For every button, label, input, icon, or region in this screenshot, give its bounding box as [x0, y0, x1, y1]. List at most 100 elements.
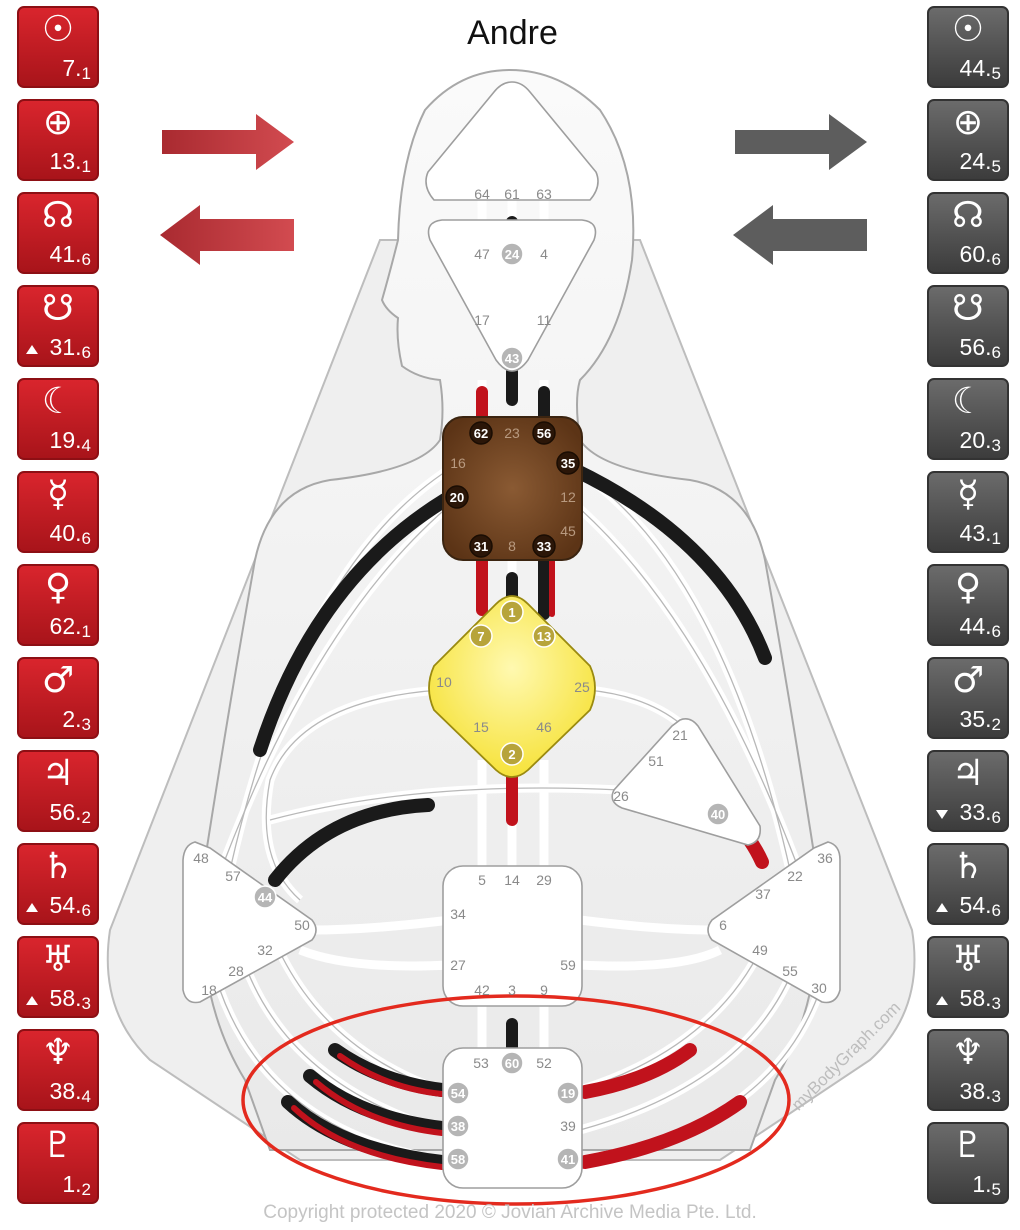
- personality-earth-tile[interactable]: ⊕24.5: [927, 99, 1009, 181]
- separator: .: [75, 148, 82, 174]
- gate-line-value: 1.5: [972, 1172, 1001, 1199]
- detriment-triangle-icon: [936, 810, 948, 819]
- gate-60-marker: [500, 1051, 524, 1075]
- gate-62-marker: [469, 421, 493, 445]
- line-number: 3: [81, 994, 91, 1013]
- separator: .: [985, 613, 992, 639]
- gate-9-label: 9: [540, 982, 548, 998]
- gate-number: 56: [959, 334, 986, 360]
- design-arrow-left-icon: [160, 205, 294, 265]
- gate-number: 38: [49, 1078, 76, 1104]
- personality-jupiter-tile[interactable]: ♃ 33.6: [927, 750, 1009, 832]
- gate-line-value: 44.5: [960, 56, 1001, 83]
- personality-venus-tile[interactable]: ♀44.6: [927, 564, 1009, 646]
- design-moon-tile[interactable]: ☾19.4: [17, 378, 99, 460]
- sun-icon: ☉: [41, 9, 75, 50]
- design-sun-tile[interactable]: ☉7.1: [17, 6, 99, 88]
- copyright-footer: Copyright protected 2020 © Jovian Archiv…: [263, 1202, 757, 1223]
- venus-icon: ♀: [954, 567, 982, 608]
- moon-icon: ☾: [41, 381, 75, 422]
- design-jupiter-tile[interactable]: ♃56.2: [17, 750, 99, 832]
- design-arrow-right-icon: [162, 114, 294, 170]
- gate-45-label: 45: [560, 523, 576, 539]
- exalted-triangle-icon: [936, 996, 948, 1005]
- mercury-icon: ☿: [956, 474, 980, 515]
- solar-plexus-center: [707, 841, 841, 1004]
- personality-saturn-tile[interactable]: ♄54.6: [927, 843, 1009, 925]
- gate-15-label: 15: [473, 719, 489, 735]
- design-pluto-tile[interactable]: ♇1.2: [17, 1122, 99, 1204]
- pluto-icon: ♇: [41, 1125, 75, 1166]
- design-earth-tile[interactable]: ⊕ 13.1: [17, 99, 99, 181]
- sacral-center: [442, 865, 583, 1007]
- personality-sun-tile[interactable]: ☉44.5: [927, 6, 1009, 88]
- design-mercury-tile[interactable]: ☿40.6: [17, 471, 99, 553]
- root-center: [442, 1047, 583, 1189]
- spleen-center: [182, 841, 317, 1004]
- gate-33-label: 33: [537, 539, 551, 554]
- separator: .: [75, 1171, 82, 1197]
- design-uranus-tile[interactable]: ♅58.3: [17, 936, 99, 1018]
- gate-56-marker: [532, 421, 556, 445]
- personality-arrow-right-icon: [735, 114, 867, 170]
- personality-pluto-tile[interactable]: ♇ 1.5: [927, 1122, 1009, 1204]
- gate-56-label: 56: [537, 426, 551, 441]
- personality-uranus-tile[interactable]: ♅58.3: [927, 936, 1009, 1018]
- gate-number: 20: [959, 427, 986, 453]
- south-node-icon: ☋: [952, 288, 984, 329]
- personality-south-node-tile[interactable]: ☋56.6: [927, 285, 1009, 367]
- design-neptune-tile[interactable]: ♆38.4: [17, 1029, 99, 1111]
- gate-61-label: 61: [504, 186, 520, 202]
- design-south-node-tile[interactable]: ☋31.6: [17, 285, 99, 367]
- separator: .: [75, 1078, 82, 1104]
- separator: .: [985, 892, 992, 918]
- design-mars-tile[interactable]: ♂2.3: [17, 657, 99, 739]
- personality-moon-tile[interactable]: ☾20.3: [927, 378, 1009, 460]
- gate-line-value: 13.1: [50, 149, 91, 176]
- gate-line-value: 38.4: [50, 1079, 91, 1106]
- gate-line-value: 54.6: [50, 893, 91, 920]
- separator: .: [985, 241, 992, 267]
- personality-neptune-tile[interactable]: ♆38.3: [927, 1029, 1009, 1111]
- gate-30-label: 30: [811, 980, 827, 996]
- design-saturn-tile[interactable]: ♄54.6: [17, 843, 99, 925]
- venus-icon: ♀: [44, 567, 72, 608]
- line-number: 3: [81, 715, 91, 734]
- channel-41-30: [578, 1095, 747, 1169]
- gate-number: 54: [49, 892, 76, 918]
- personality-mercury-tile[interactable]: ☿ 43.1: [927, 471, 1009, 553]
- design-venus-tile[interactable]: ♀62.1: [17, 564, 99, 646]
- defined-channels: [253, 216, 772, 1170]
- gate-number: 44: [959, 55, 986, 81]
- personality-north-node-tile[interactable]: ☊60.6: [927, 192, 1009, 274]
- gate-41-label: 41: [561, 1152, 575, 1167]
- exalted-triangle-icon: [26, 996, 38, 1005]
- gate-13-marker: [532, 624, 556, 648]
- gate-line-value: 43.1: [960, 521, 1001, 548]
- separator: .: [985, 799, 992, 825]
- line-number: 5: [991, 157, 1001, 176]
- design-planets-column: ☉7.1 ⊕ 13.1 ☊41.6 ☋31.6 ☾19.4 ☿40.6 ♀62.1 ♂2.3 ♃5…: [17, 6, 99, 1215]
- gate-number: 56: [49, 799, 76, 825]
- personality-mars-tile[interactable]: ♂35.2: [927, 657, 1009, 739]
- gate-7-marker: [469, 624, 493, 648]
- gate-54-label: 54: [451, 1086, 466, 1101]
- design-north-node-tile[interactable]: ☊41.6: [17, 192, 99, 274]
- gate-6-label: 6: [719, 917, 727, 933]
- gate-14-label: 14: [504, 872, 520, 888]
- gate-number: 1: [972, 1171, 986, 1197]
- gate-line-value: 33.6: [960, 800, 1001, 827]
- gate-1-marker: [500, 600, 524, 624]
- line-number: 6: [81, 901, 91, 920]
- earth-icon: ⊕: [42, 102, 74, 143]
- gate-number: 40: [49, 520, 76, 546]
- neptune-icon: ♆: [951, 1032, 985, 1073]
- gate-line-value: 35.2: [960, 707, 1001, 734]
- separator: .: [985, 55, 992, 81]
- gate-27-label: 27: [450, 957, 466, 973]
- gate-16-label: 16: [450, 455, 466, 471]
- pluto-icon: ♇: [951, 1125, 985, 1166]
- jupiter-icon: ♃: [951, 753, 985, 794]
- north-node-icon: ☊: [42, 195, 74, 236]
